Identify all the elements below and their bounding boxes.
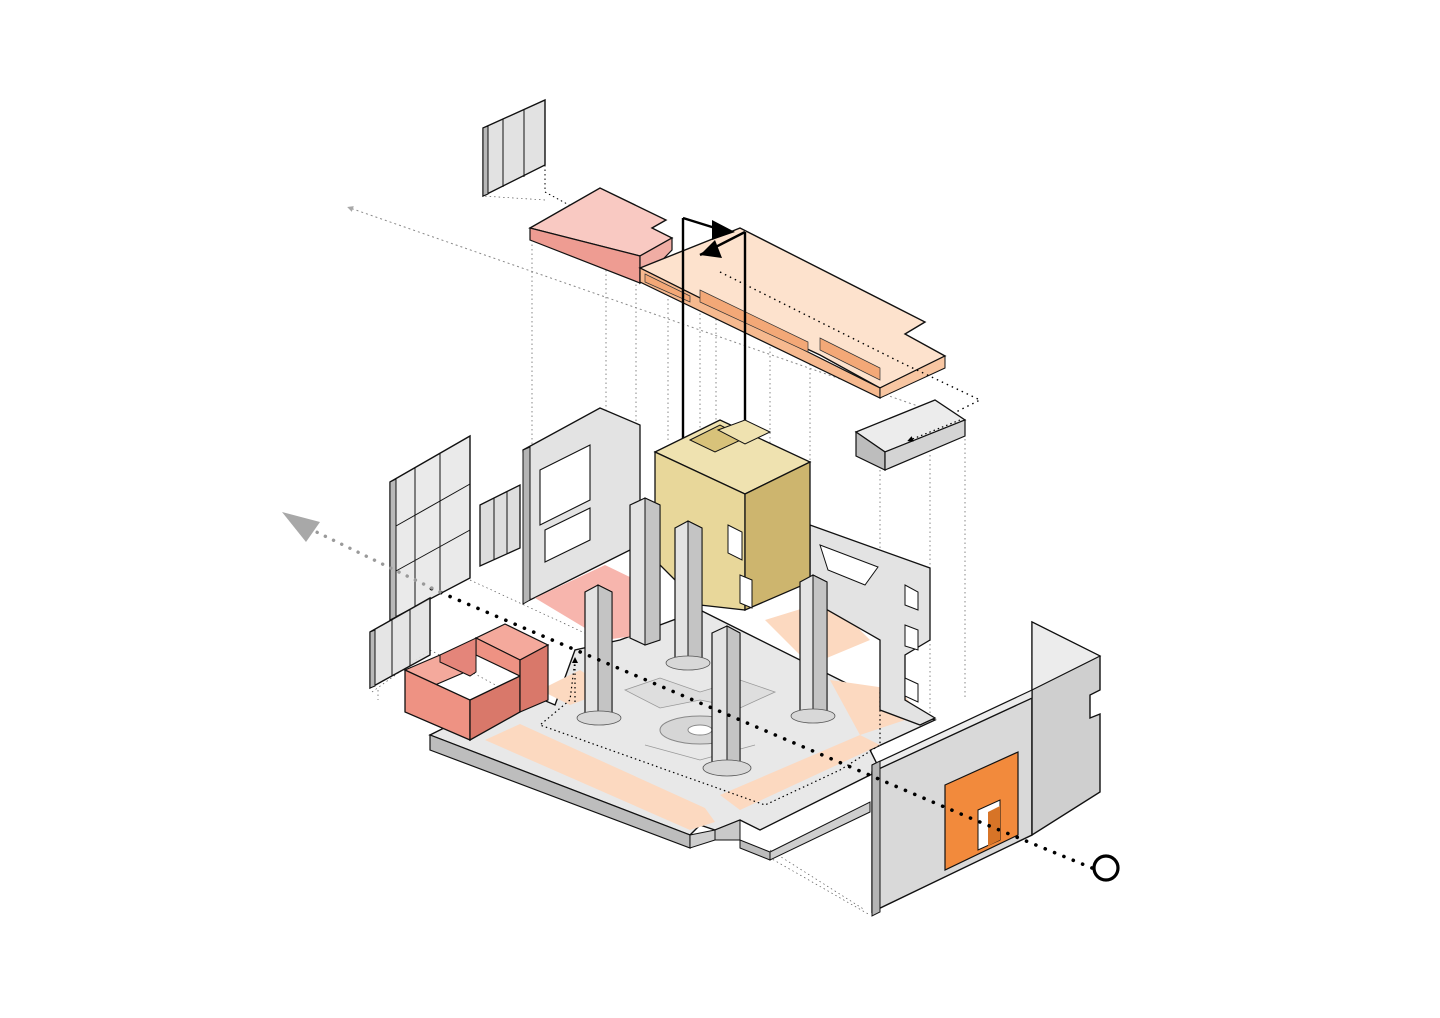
- column-3: [665, 520, 711, 671]
- glazing-panel-left-small: [369, 596, 431, 690]
- columns: [576, 497, 836, 777]
- primary-route-dotted-path: [428, 586, 1094, 870]
- route-origin-circle: [1092, 854, 1120, 882]
- glazing-panel-upper: [482, 98, 546, 198]
- peach-roof-slab: [638, 227, 982, 421]
- secondary-route-arrowhead: [282, 512, 320, 542]
- column-4: [702, 625, 752, 777]
- glazing-panel-left-large: [389, 434, 471, 622]
- side-panel-mid: [479, 483, 521, 568]
- column-5: [790, 574, 836, 724]
- front-wall-with-doorway: [871, 620, 1102, 917]
- vertical-circulation-arrows: [681, 216, 747, 458]
- secondary-route-dotted-path: [298, 522, 442, 594]
- salmon-u-block: [403, 623, 550, 742]
- column-1: [576, 584, 622, 726]
- column-2: [629, 497, 661, 646]
- upper-view-arrow: [347, 206, 959, 421]
- pink-roof-slab: [528, 187, 674, 285]
- l-bracket-element: [854, 399, 967, 471]
